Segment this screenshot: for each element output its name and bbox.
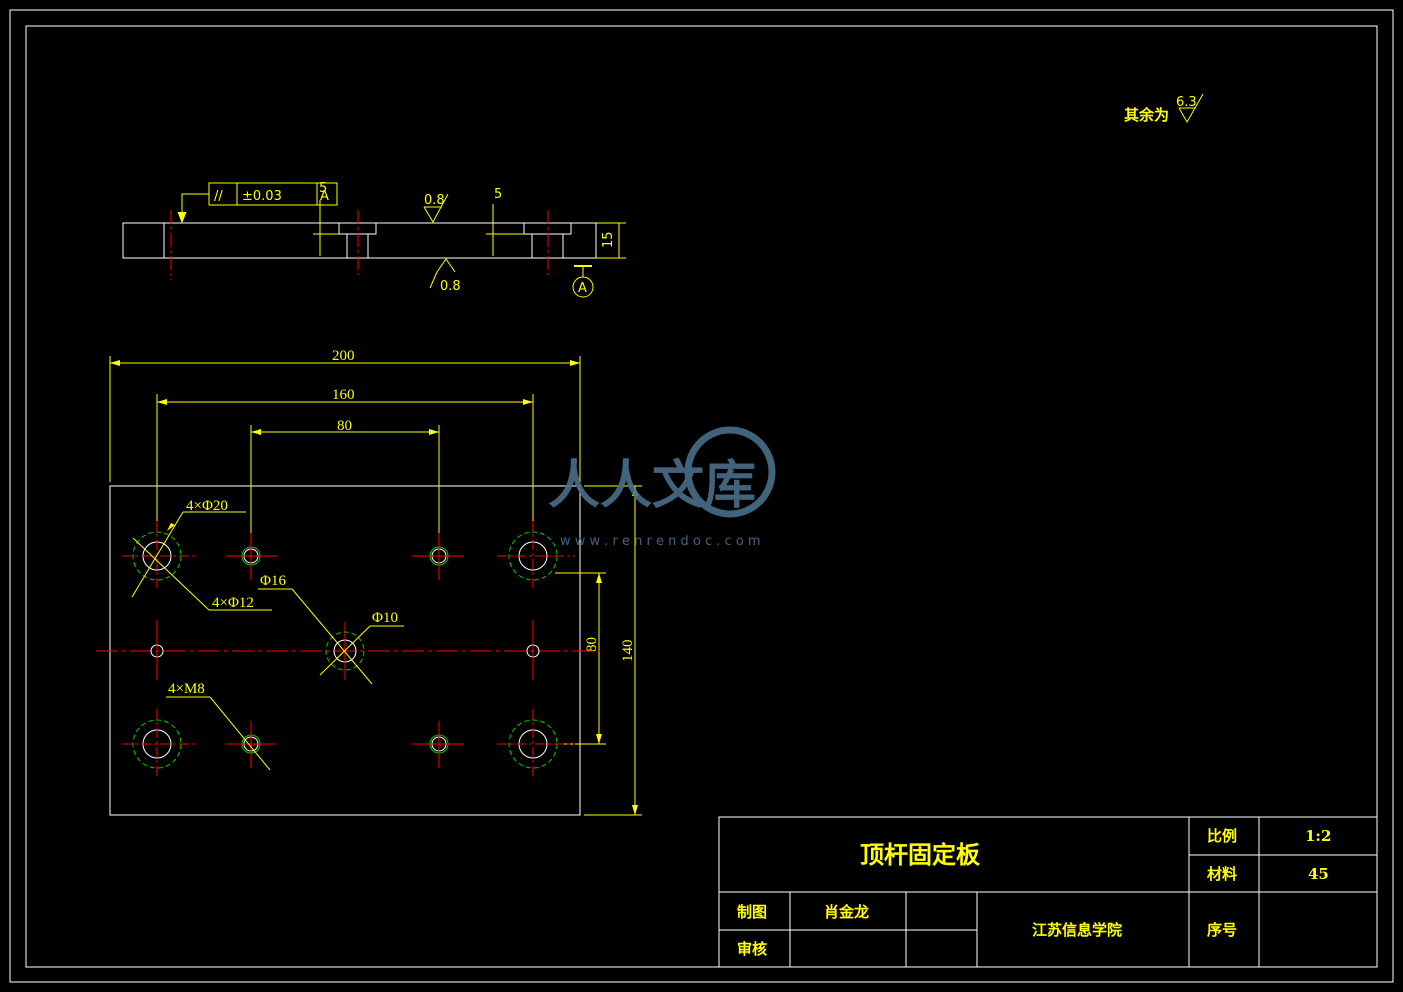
roughness-bottom-icon: [429, 258, 456, 289]
roughness-bottom-value: 0.8: [440, 279, 461, 294]
drawn-label: 制图: [737, 903, 767, 921]
watermark-logo-icon: [684, 426, 776, 518]
dim-hole-pitch: 80: [584, 637, 600, 652]
watermark-url: w w w . r e n r e n d o c . c o m: [560, 534, 761, 549]
threaded-hole: [412, 721, 464, 768]
surface-note-prefix: 其余为: [1124, 106, 1169, 124]
dim-hole-span: 160: [332, 387, 355, 403]
inner-frame: [25, 25, 1378, 968]
note-phi12: 4×Φ12: [212, 595, 254, 611]
tolerance-datum: A: [320, 189, 329, 204]
front-view-outline: [122, 222, 597, 259]
material-value: 45: [1308, 865, 1329, 883]
surface-note-value: 6.3: [1176, 95, 1197, 110]
threaded-hole: [226, 533, 278, 580]
threaded-hole: [412, 533, 464, 580]
dim-depth-right: 5: [494, 187, 502, 202]
counterbore-hole: [122, 709, 197, 779]
counterbore-hole: [122, 521, 197, 591]
roughness-symbol-icon: [1178, 93, 1204, 124]
dim-inner-span: 80: [337, 418, 352, 434]
surface-roughness-note: 其余为 6.3: [1124, 93, 1204, 124]
title-block: 顶杆固定板 比例 1:2 材料 45 制图 肖金龙 审核 江苏信息学院 序号: [718, 816, 1378, 968]
datum-label: A: [578, 281, 587, 296]
scale-label: 比例: [1207, 827, 1237, 845]
scale-value: 1:2: [1305, 827, 1331, 845]
tolerance-frame: // ±0.03 A: [177, 182, 338, 224]
datum-circle-icon: [572, 276, 594, 298]
counterbore-hole: [497, 521, 575, 591]
roughness-top-icon: [423, 193, 449, 224]
part-name: 顶杆固定板: [860, 840, 981, 869]
outer-frame: [9, 9, 1394, 983]
front-view: // ±0.03 A 5 5 0.8 0.8 15 A: [122, 181, 626, 298]
plan-view: 200 160 80 140 80: [96, 348, 642, 816]
tolerance-value: ±0.03: [242, 189, 282, 204]
watermark-text: 人人文库: [548, 456, 756, 516]
drawn-by: 肖金龙: [824, 903, 869, 921]
dim-thickness: 15: [601, 231, 616, 248]
dim-height: 140: [620, 640, 636, 663]
material-label: 材料: [1207, 865, 1237, 883]
tolerance-symbol: //: [214, 189, 223, 204]
dim-depth-left: 5: [319, 181, 327, 196]
note-phi10: Φ10: [372, 610, 398, 626]
watermark: 人人文库 w w w . r e n r e n d o c . c o m: [548, 426, 776, 549]
threaded-hole: [226, 721, 276, 768]
seq-label: 序号: [1207, 921, 1237, 939]
counterbore-hole: [497, 709, 575, 779]
school-name: 江苏信息学院: [1032, 921, 1122, 939]
checked-label: 审核: [737, 940, 767, 958]
roughness-top-value: 0.8: [424, 193, 445, 208]
dim-width: 200: [332, 348, 355, 364]
note-phi16: Φ16: [260, 573, 286, 589]
note-m8: 4×M8: [168, 681, 205, 697]
note-phi20: 4×Φ20: [186, 498, 228, 514]
